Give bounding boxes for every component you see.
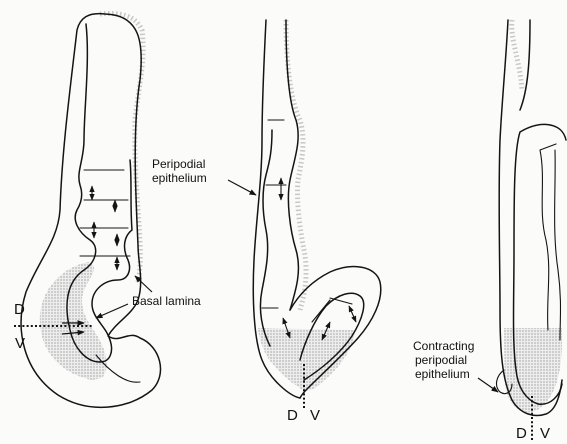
stage-three-disc bbox=[478, 20, 566, 440]
stage-three-dorsal-label: D bbox=[516, 426, 527, 441]
stage-one-fold-lines bbox=[80, 170, 130, 256]
contracting-label-line-1: Contracting bbox=[413, 340, 474, 353]
contracting-label-line-2: peripodial bbox=[415, 354, 467, 367]
stage-three-inner-sheath bbox=[520, 20, 530, 110]
stage-two-fold-lines bbox=[262, 120, 352, 322]
stage-one-basal-stipple bbox=[100, 13, 143, 282]
stage-three-basal-stipple bbox=[512, 20, 522, 90]
stage-two-inner-wall bbox=[260, 130, 272, 346]
basal-lamina-pointer bbox=[135, 276, 152, 292]
peripodial-pointer bbox=[228, 180, 256, 195]
basal-lamina-pointer-2 bbox=[96, 304, 128, 318]
stage-two-dorsal-shading bbox=[258, 328, 355, 391]
peripodial-label-line-2: epithelium bbox=[152, 172, 207, 185]
stage-two-dorsal-label: D bbox=[287, 408, 298, 423]
stage-two-basal-stipple bbox=[286, 20, 306, 310]
stage-one-disc bbox=[14, 13, 161, 407]
stage-two-right-wall bbox=[286, 20, 298, 310]
stage-three-inner-folds bbox=[540, 144, 561, 340]
peripodial-label-line-1: Peripodial bbox=[152, 158, 205, 171]
contracting-pointer bbox=[478, 378, 498, 392]
stage-one-ventral-label: V bbox=[15, 336, 25, 351]
basal-lamina-label: Basal lamina bbox=[132, 295, 201, 308]
stage-two-arrow-4 bbox=[349, 306, 356, 322]
stage-three-ventral-label: V bbox=[540, 426, 550, 441]
contracting-label-line-3: epithelium bbox=[415, 368, 470, 381]
stage-one-dorsal-label: D bbox=[14, 302, 25, 317]
stage-two-ventral-label: V bbox=[310, 408, 320, 423]
stage-two-disc bbox=[228, 20, 381, 410]
